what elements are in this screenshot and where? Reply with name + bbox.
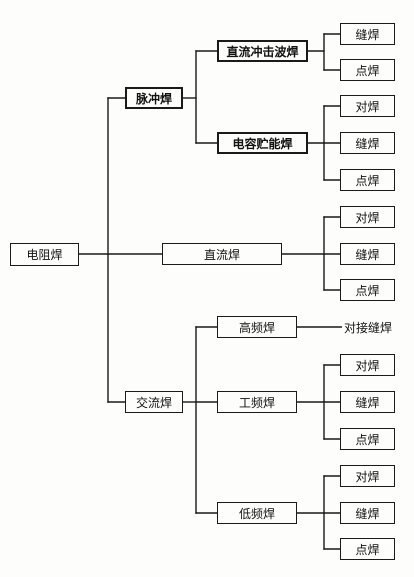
leaf-butt-seam-welding: 对接缝焊: [342, 316, 408, 338]
leaf-seam-welding: 缝焊: [340, 132, 395, 154]
node-dc-impulse-welding: 直流冲击波焊: [217, 40, 308, 62]
node-dc-welding: 直流焊: [162, 243, 282, 265]
leaf-seam-welding: 缝焊: [340, 391, 395, 413]
leaf-seam-welding: 缝焊: [340, 243, 395, 265]
leaf-butt-welding: 对焊: [340, 465, 395, 487]
leaf-spot-welding: 点焊: [340, 538, 395, 560]
node-capacitor-storage-welding: 电容贮能焊: [217, 132, 308, 154]
leaf-butt-welding: 对焊: [340, 354, 395, 376]
node-power-frequency-welding: 工频焊: [217, 391, 297, 413]
leaf-butt-welding: 对焊: [340, 95, 395, 117]
leaf-spot-welding: 点焊: [340, 169, 395, 191]
leaf-spot-welding: 点焊: [340, 59, 395, 81]
leaf-butt-welding: 对焊: [340, 206, 395, 228]
node-high-frequency-welding: 高频焊: [217, 316, 297, 338]
leaf-spot-welding: 点焊: [340, 428, 395, 450]
node-low-frequency-welding: 低频焊: [217, 502, 297, 524]
leaf-spot-welding: 点焊: [340, 279, 395, 301]
leaf-seam-welding: 缝焊: [340, 23, 395, 45]
node-ac-welding: 交流焊: [125, 391, 183, 413]
leaf-seam-welding: 缝焊: [340, 502, 395, 524]
node-pulse-welding: 脉冲焊: [125, 87, 183, 109]
node-resistance-welding: 电阻焊: [10, 243, 79, 266]
